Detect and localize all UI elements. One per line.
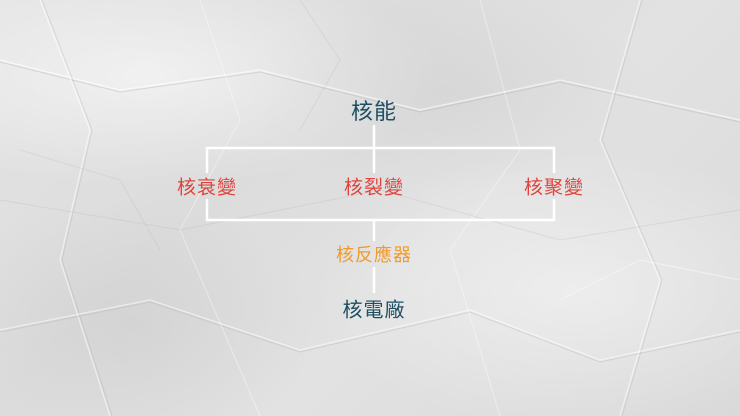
node-nuclear-power-plant: 核電廠 <box>342 297 406 322</box>
node-nuclear-energy: 核能 <box>350 100 398 125</box>
node-nuclear-reactor: 核反應器 <box>336 245 412 266</box>
node-nuclear-fusion: 核聚變 <box>523 176 585 199</box>
node-nuclear-decay: 核衰變 <box>176 176 238 199</box>
node-nuclear-fission: 核裂變 <box>343 176 405 199</box>
